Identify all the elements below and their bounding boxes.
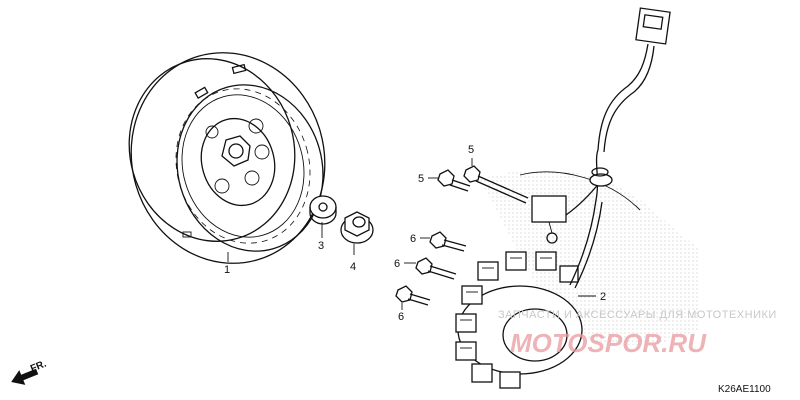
screw-5-left	[428, 169, 471, 192]
watermark-tagline: ЗАПЧАСТИ И АКСЕССУАРЫ ДЛЯ МОТОТЕХНИКИ	[498, 309, 777, 321]
screw-5-upper	[463, 158, 529, 204]
callout-6-middle: 6	[394, 258, 400, 270]
front-direction-label: FR.	[29, 358, 48, 374]
diagram-code: K26AE1100	[718, 384, 771, 395]
callout-6-top: 6	[410, 233, 416, 245]
flywheel-rotor	[128, 52, 326, 264]
callout-6-lower: 6	[398, 311, 404, 323]
callout-5-upper: 5	[468, 144, 474, 156]
bolt-6-top	[420, 231, 467, 252]
washer	[309, 195, 337, 238]
flange-nut	[340, 211, 374, 255]
callout-3: 3	[318, 240, 324, 252]
front-direction-arrow-icon	[11, 368, 39, 385]
bolt-6-lower	[395, 285, 431, 310]
callout-1: 1	[224, 264, 230, 276]
bolt-6-middle	[404, 257, 457, 280]
callout-5-left: 5	[418, 173, 424, 185]
callout-2: 2	[600, 291, 606, 303]
watermark-logo: MOTOSPOR.RU	[510, 328, 707, 358]
callout-4: 4	[350, 261, 356, 273]
stator-assembly	[455, 7, 671, 389]
